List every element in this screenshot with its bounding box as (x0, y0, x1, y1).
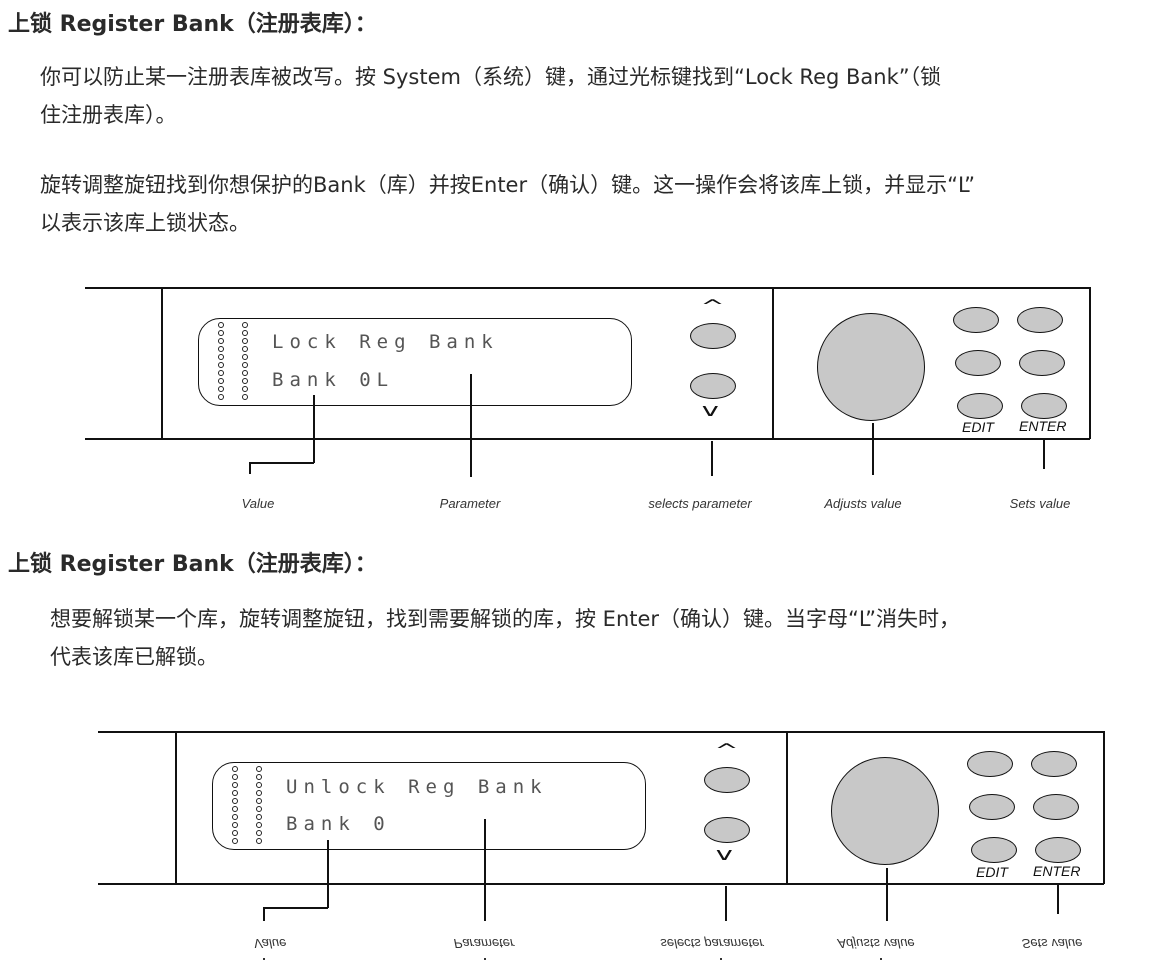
leader-line (886, 868, 888, 921)
chevron-down-icon: v (715, 844, 733, 865)
section-heading-lock: 上锁 Register Bank（注册表库）： (8, 12, 377, 37)
caption-selects-parameter: selects parameter (648, 496, 752, 511)
panel-button[interactable] (1031, 751, 1077, 777)
caption-sets-value: Sets value (1009, 496, 1071, 511)
panel-button[interactable] (955, 350, 1001, 376)
panel-button[interactable] (969, 794, 1015, 820)
panel-button[interactable] (1033, 794, 1079, 820)
leader-line (313, 395, 315, 463)
leader-line (263, 907, 328, 909)
lcd-line-2: Bank 0 (286, 813, 391, 835)
paragraph-line: 代表该库已解锁。 (50, 645, 218, 669)
paragraph-line: 你可以防止某一注册表库被改写。按 System（系统）键，通过光标键找到“Loc… (40, 65, 942, 89)
adjust-knob[interactable] (817, 313, 925, 421)
edit-label: EDIT (962, 419, 994, 435)
lcd-line-2: Bank 0L (272, 369, 395, 391)
panel-divider (175, 731, 177, 884)
leader-line (1057, 883, 1059, 914)
cursor-down-button[interactable] (704, 817, 750, 843)
panel-right-edge (1089, 287, 1091, 439)
edit-button[interactable] (971, 837, 1017, 863)
leader-line (249, 462, 251, 474)
edit-button[interactable] (957, 393, 1003, 419)
cursor-down-button[interactable] (690, 373, 736, 399)
paragraph-line: 以表示该库上锁状态。 (40, 211, 250, 235)
unlock-steps-paragraph: 想要解锁某一个库，旋转调整旋钮，找到需要解锁的库，按 Enter（确认）键。当字… (50, 600, 960, 676)
panel-divider (772, 287, 774, 439)
edit-label: EDIT (976, 864, 1008, 880)
lock-steps-paragraph: 旋转调整旋钮找到你想保护的Bank（库）并按Enter（确认）键。这一操作会将该… (40, 166, 975, 242)
enter-button[interactable] (1021, 393, 1067, 419)
leader-line (327, 840, 329, 908)
paragraph-line: 想要解锁某一个库，旋转调整旋钮，找到需要解锁的库，按 Enter（确认）键。当字… (50, 607, 960, 631)
tick-mark (484, 958, 486, 960)
tick-mark (720, 958, 722, 960)
leader-line (249, 462, 314, 464)
panel-top-edge (85, 287, 1090, 289)
caption-value: Value (241, 496, 275, 511)
paragraph-line: 住注册表库）。 (40, 103, 177, 127)
panel-divider (786, 731, 788, 884)
panel-top-edge (98, 731, 1104, 733)
panel-bottom-edge (85, 438, 1090, 440)
lcd-line-1: Lock Reg Bank (272, 331, 499, 353)
caption-value: Value (253, 936, 287, 951)
leader-line (872, 423, 874, 475)
chevron-up-icon: ^ (700, 296, 725, 317)
panel-button[interactable] (1017, 307, 1063, 333)
enter-label: ENTER (1019, 418, 1067, 434)
leader-line (1043, 438, 1045, 469)
lock-intro-paragraph: 你可以防止某一注册表库被改写。按 System（系统）键，通过光标键找到“Loc… (40, 58, 941, 134)
leader-line (711, 441, 713, 476)
caption-selects-parameter: selects parameter (660, 936, 764, 951)
tick-mark (263, 958, 265, 960)
panel-divider (161, 287, 163, 439)
enter-button[interactable] (1035, 837, 1081, 863)
leader-line (725, 886, 727, 921)
tick-mark (880, 958, 882, 960)
caption-sets-value: Sets value (1021, 936, 1083, 951)
led-column (232, 766, 240, 846)
panel-button[interactable] (953, 307, 999, 333)
cursor-up-button[interactable] (690, 323, 736, 349)
lcd-line-1: Unlock Reg Bank (286, 776, 548, 798)
paragraph-line: 旋转调整旋钮找到你想保护的Bank（库）并按Enter（确认）键。这一操作会将该… (40, 173, 976, 197)
panel-bottom-edge (98, 883, 1104, 885)
lcd-display (212, 762, 646, 850)
panel-button[interactable] (967, 751, 1013, 777)
leader-line (470, 374, 472, 477)
cursor-up-button[interactable] (704, 767, 750, 793)
adjust-knob[interactable] (831, 757, 939, 865)
caption-adjusts-value: Adjusts value (824, 496, 902, 511)
led-column (218, 322, 226, 402)
caption-parameter: Parameter (439, 496, 501, 511)
led-column (242, 322, 250, 402)
section-heading-unlock: 上锁 Register Bank（注册表库）： (8, 552, 377, 577)
panel-right-edge (1103, 731, 1105, 884)
chevron-down-icon: v (701, 400, 719, 421)
lcd-display (198, 318, 632, 406)
chevron-up-icon: ^ (714, 740, 739, 761)
caption-parameter: Parameter (453, 936, 515, 951)
enter-label: ENTER (1033, 863, 1081, 879)
caption-adjusts-value: Adjusts value (837, 936, 915, 951)
led-column (256, 766, 264, 846)
panel-button[interactable] (1019, 350, 1065, 376)
leader-line (484, 819, 486, 921)
leader-line (263, 907, 265, 921)
